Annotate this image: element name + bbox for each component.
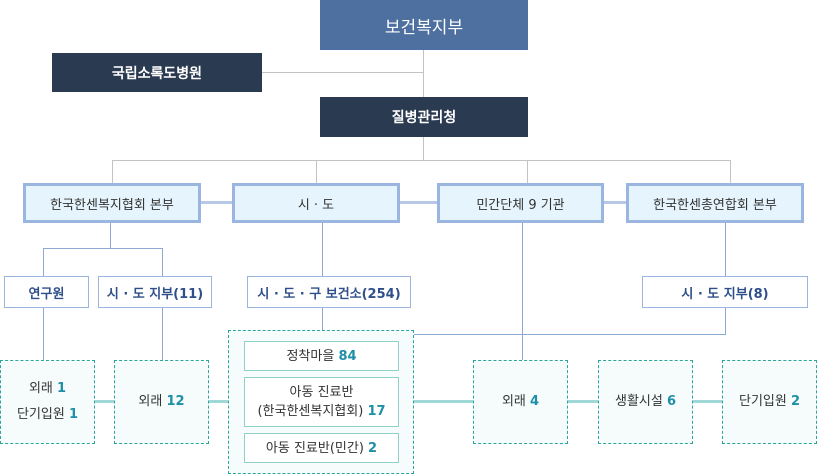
- hospital-node: 국립소록도병원: [52, 53, 262, 92]
- node-label: 시 · 도 지부(11): [106, 286, 204, 302]
- hospital-label: 국립소록도병원: [111, 65, 203, 82]
- kl-welfare-hq-node: 한국한센복지협회 본부: [23, 183, 201, 223]
- connector: [527, 160, 528, 183]
- node-label: 시 · 도: [297, 197, 335, 213]
- kl-branch-node: 시 · 도 지부(11): [98, 276, 212, 308]
- research-institute-node: 연구원: [4, 276, 89, 308]
- connector: [692, 400, 722, 403]
- agency-node: 질병관리청: [320, 97, 528, 137]
- kl-federation-hq-node: 한국한센총연합회 본부: [626, 183, 804, 223]
- connector: [110, 222, 111, 248]
- connector: [94, 400, 114, 403]
- outpatient-item: 외래 12: [138, 394, 185, 409]
- research-facilities-node: 외래 1 단기입원 1: [0, 360, 95, 444]
- health-center-facilities-group: 정착마을 84 아동 진료반 (한국한센복지협회) 17 아동 진료반(민간) …: [228, 330, 414, 474]
- private-outpatient-node: 외래 4: [473, 360, 568, 444]
- private-orgs-node: 민간단체 9 기관: [437, 183, 604, 223]
- connector: [567, 400, 598, 403]
- connector: [730, 160, 731, 183]
- connector: [208, 400, 228, 403]
- connector: [322, 308, 323, 330]
- settlement-item: 정착마을 84: [244, 341, 399, 371]
- kl-branch-facilities-node: 외래 12: [114, 360, 209, 444]
- ministry-node: 보건복지부: [320, 0, 528, 50]
- kf-shortstay-node: 단기입원 2: [722, 360, 817, 444]
- connector: [399, 201, 438, 204]
- ministry-label: 보건복지부: [384, 17, 464, 38]
- connector: [162, 248, 163, 276]
- connector: [200, 201, 233, 204]
- connector: [112, 160, 731, 161]
- connector: [316, 160, 317, 183]
- node-label: 연구원: [28, 286, 65, 302]
- connector: [725, 308, 726, 334]
- node-label: 한국한센복지협회 본부: [50, 197, 174, 213]
- child-clinic-private-item: 아동 진료반(민간) 2: [244, 433, 399, 463]
- connector: [262, 72, 424, 73]
- connector: [43, 308, 44, 360]
- connector: [112, 160, 113, 183]
- child-clinic-kl-item: 아동 진료반 (한국한센복지협회) 17: [244, 377, 399, 427]
- province-node: 시 · 도: [232, 183, 400, 223]
- connector: [414, 334, 726, 335]
- connector: [423, 50, 424, 97]
- node-label: 한국한센총연합회 본부: [653, 197, 777, 213]
- node-label: 시 · 도 지부(8): [681, 286, 769, 302]
- connector: [43, 248, 163, 249]
- health-center-node: 시 · 도 · 구 보건소(254): [247, 276, 411, 308]
- node-label: 민간단체 9 기관: [476, 197, 565, 213]
- connector: [603, 201, 627, 204]
- connector: [162, 308, 163, 360]
- agency-label: 질병관리청: [391, 110, 457, 126]
- connector: [725, 222, 726, 276]
- connector: [43, 248, 44, 276]
- kf-branch-node: 시 · 도 지부(8): [642, 276, 808, 308]
- connector: [522, 222, 523, 360]
- connector: [322, 222, 323, 276]
- shortstay-item: 단기입원 1: [16, 407, 79, 422]
- living-facility-node: 생활시설 6: [598, 360, 693, 444]
- node-label: 시 · 도 · 구 보건소(254): [257, 286, 401, 302]
- connector: [414, 400, 473, 403]
- outpatient-item: 외래 1: [28, 381, 67, 396]
- connector: [423, 137, 424, 160]
